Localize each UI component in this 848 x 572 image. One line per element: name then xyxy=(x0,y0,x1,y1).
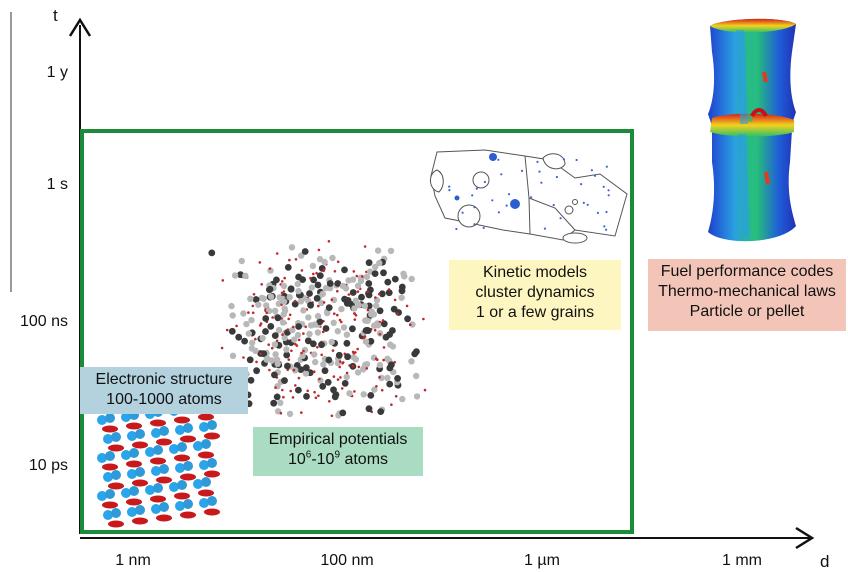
x-tick-1um: 1 µm xyxy=(524,552,560,569)
fuel-performance-scale: Particle or pellet xyxy=(689,303,805,320)
kinetic-models-cluster: cluster dynamics xyxy=(475,284,595,301)
kinetic-models-grains: 1 or a few grains xyxy=(475,304,595,321)
fuel-pellet-illustration xyxy=(708,18,796,242)
y-tick-1y: 1 y xyxy=(46,64,68,81)
fuel-performance-title: Fuel performance codes xyxy=(660,263,834,280)
empirical-potentials-title: Empirical potentials xyxy=(268,431,408,448)
electronic-structure-title: Electronic structure xyxy=(95,371,233,388)
y-axis-arrow-icon xyxy=(68,17,92,37)
atom-lattice-illustration xyxy=(97,410,220,528)
md-cloud-illustration xyxy=(208,240,427,419)
fuel-performance-box: Fuel performance codes Thermo-mechanical… xyxy=(648,259,846,331)
y-tick-100ns: 100 ns xyxy=(19,313,68,330)
kinetic-models-title: Kinetic models xyxy=(482,264,588,281)
kinetic-models-box: Kinetic models cluster dynamics 1 or a f… xyxy=(449,260,621,330)
x-axis-title: d xyxy=(820,552,830,571)
x-tick-100nm: 100 nm xyxy=(320,552,374,569)
x-tick-1nm: 1 nm xyxy=(115,552,151,569)
electronic-structure-atoms: 100-1000 atoms xyxy=(106,391,222,408)
empirical-potentials-box: Empirical potentials 106-109 atoms xyxy=(253,427,423,476)
y-tick-1s: 1 s xyxy=(46,176,68,193)
x-tick-1mm: 1 mm xyxy=(722,552,762,569)
simulation-region-box xyxy=(80,129,634,534)
empirical-potentials-atoms: 106-109 atoms xyxy=(287,449,389,468)
y-axis-title: t xyxy=(53,6,58,25)
fuel-performance-laws: Thermo-mechanical laws xyxy=(658,283,836,300)
x-axis-arrow-icon xyxy=(795,526,815,550)
electronic-structure-box: Electronic structure 100-1000 atoms xyxy=(80,367,248,414)
grain-sketch-illustration xyxy=(430,149,628,244)
y-tick-10ps: 10 ps xyxy=(28,457,68,474)
